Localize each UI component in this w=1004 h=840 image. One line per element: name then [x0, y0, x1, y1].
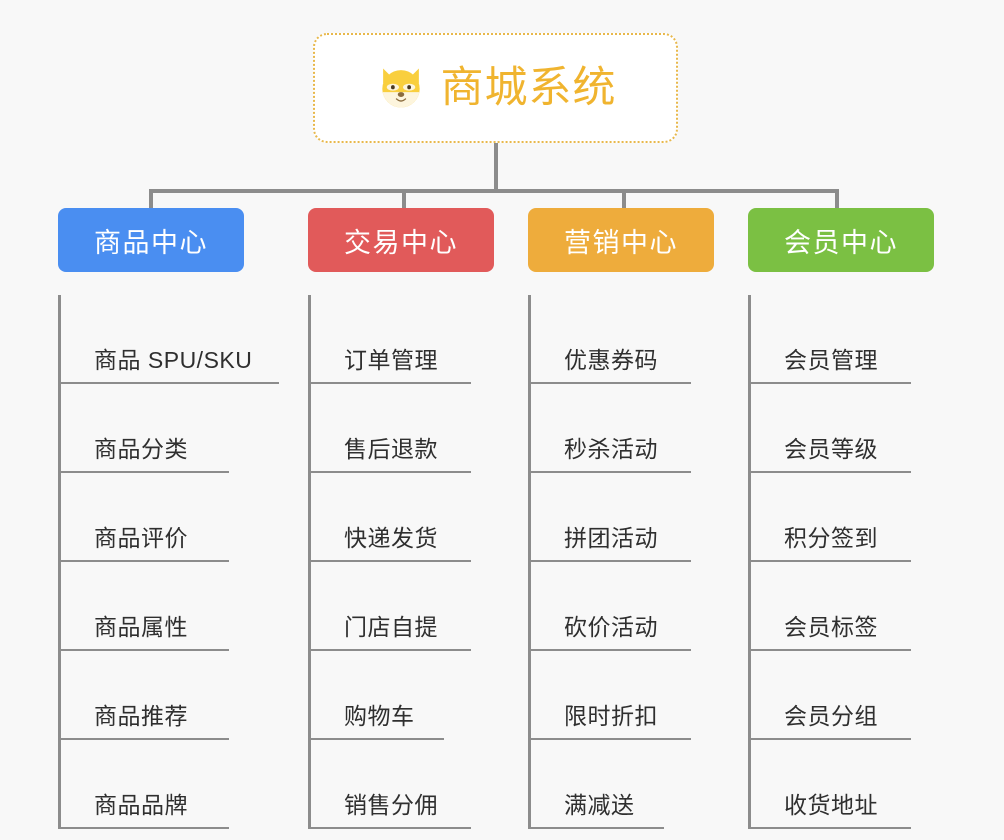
branch-header-label: 商品中心	[94, 227, 208, 258]
branch-item-list: 会员管理会员等级积分签到会员标签会员分组收货地址	[748, 295, 934, 829]
branch-header-label: 营销中心	[564, 227, 678, 258]
branch-item-label: 优惠券码	[564, 347, 658, 373]
branch-item-underline	[61, 738, 229, 740]
branch-item-underline	[311, 649, 471, 651]
branch-item-underline	[531, 382, 691, 384]
branch-column: 商品中心商品 SPU/SKU 商品分类商品评价商品属性商品推荐商品品牌	[58, 208, 279, 829]
branch-item-label: 售后退款	[344, 436, 438, 462]
branch-item-underline	[751, 827, 911, 829]
branch-header-label: 会员中心	[784, 227, 898, 258]
branch-item-label: 积分签到	[784, 525, 878, 551]
branch-item[interactable]: 商品评价	[61, 473, 244, 562]
branch-item-label: 商品 SPU/SKU	[94, 347, 253, 373]
branch-item-label: 会员等级	[784, 436, 878, 462]
branch-item-label: 收货地址	[784, 792, 878, 818]
branch-header-label: 交易中心	[344, 227, 458, 258]
branch-item[interactable]: 会员等级	[751, 384, 934, 473]
branch-item[interactable]: 会员分组	[751, 651, 934, 740]
connector-horizontal-bus	[149, 189, 839, 193]
connector-drop-2	[402, 189, 406, 210]
branch-item-underline	[531, 738, 691, 740]
branch-header-3[interactable]: 营销中心	[528, 208, 714, 272]
branch-item-underline	[531, 827, 664, 829]
connector-drop-1	[149, 189, 153, 210]
branch-item[interactable]: 商品 SPU/SKU	[61, 295, 279, 384]
branch-item[interactable]: 商品品牌	[61, 740, 244, 829]
branch-item[interactable]: 拼团活动	[531, 473, 714, 562]
branch-item-underline	[531, 649, 691, 651]
branch-item[interactable]: 商品属性	[61, 562, 244, 651]
branch-item-label: 限时折扣	[564, 703, 658, 729]
branch-item-underline	[61, 827, 229, 829]
branch-item-list: 商品 SPU/SKU 商品分类商品评价商品属性商品推荐商品品牌	[58, 295, 279, 829]
branch-item-label: 拼团活动	[564, 525, 658, 551]
branch-item[interactable]: 秒杀活动	[531, 384, 714, 473]
branch-item-label: 商品品牌	[94, 792, 188, 818]
branch-item-underline	[311, 827, 471, 829]
branch-item-underline	[751, 560, 911, 562]
branch-item-label: 满减送	[564, 792, 635, 818]
branch-item[interactable]: 优惠券码	[531, 295, 714, 384]
branch-header-1[interactable]: 商品中心	[58, 208, 244, 272]
root-title: 商城系统	[440, 63, 617, 112]
branch-item-underline	[61, 382, 279, 384]
branch-item[interactable]: 限时折扣	[531, 651, 714, 740]
branch-item-underline	[751, 738, 911, 740]
branch-item[interactable]: 收货地址	[751, 740, 934, 829]
branch-item-underline	[61, 560, 229, 562]
branch-item-label: 秒杀活动	[564, 436, 658, 462]
branch-item-label: 商品分类	[94, 436, 188, 462]
branch-column: 交易中心订单管理售后退款快递发货门店自提购物车销售分佣	[308, 208, 494, 829]
branch-item-underline	[311, 560, 471, 562]
branch-item[interactable]: 购物车	[311, 651, 494, 740]
branch-item-underline	[311, 382, 471, 384]
root-node[interactable]: 商城系统	[313, 33, 678, 143]
branch-item[interactable]: 商品分类	[61, 384, 244, 473]
branch-item-underline	[311, 471, 471, 473]
branch-item[interactable]: 积分签到	[751, 473, 934, 562]
branch-item-label: 商品属性	[94, 614, 188, 640]
branch-item-label: 砍价活动	[564, 614, 658, 640]
branch-header-2[interactable]: 交易中心	[308, 208, 494, 272]
branch-item-list: 订单管理售后退款快递发货门店自提购物车销售分佣	[308, 295, 494, 829]
branch-item-underline	[531, 560, 691, 562]
branch-item-label: 快递发货	[344, 525, 438, 551]
shiba-dog-face-icon	[381, 68, 420, 108]
branch-item-list: 优惠券码秒杀活动拼团活动砍价活动限时折扣满减送	[528, 295, 714, 829]
branch-item[interactable]: 售后退款	[311, 384, 494, 473]
connector-drop-4	[835, 189, 839, 210]
branch-column: 会员中心会员管理会员等级积分签到会员标签会员分组收货地址	[748, 208, 934, 829]
branch-item-label: 销售分佣	[344, 792, 438, 818]
branch-column: 营销中心优惠券码秒杀活动拼团活动砍价活动限时折扣满减送	[528, 208, 714, 829]
connector-root-stem	[494, 143, 498, 191]
branch-item-underline	[311, 738, 444, 740]
branch-item-label: 会员分组	[784, 703, 878, 729]
branch-item-underline	[531, 471, 691, 473]
branch-header-4[interactable]: 会员中心	[748, 208, 934, 272]
branch-item[interactable]: 会员管理	[751, 295, 934, 384]
branch-item-label: 门店自提	[344, 614, 438, 640]
branch-item-label: 订单管理	[344, 347, 438, 373]
branch-item-underline	[751, 471, 911, 473]
branch-item[interactable]: 销售分佣	[311, 740, 494, 829]
branch-item-label: 购物车	[344, 703, 415, 729]
branch-item-underline	[751, 382, 911, 384]
branch-item-underline	[751, 649, 911, 651]
branch-item[interactable]: 门店自提	[311, 562, 494, 651]
branch-item[interactable]: 会员标签	[751, 562, 934, 651]
connector-drop-3	[622, 189, 626, 210]
branch-item[interactable]: 商品推荐	[61, 651, 244, 740]
branch-item-underline	[61, 471, 229, 473]
branch-item-label: 会员标签	[784, 614, 878, 640]
branch-item[interactable]: 砍价活动	[531, 562, 714, 651]
branch-item-label: 会员管理	[784, 347, 878, 373]
branch-item[interactable]: 快递发货	[311, 473, 494, 562]
branch-item-underline	[61, 649, 229, 651]
branch-item-label: 商品评价	[94, 525, 188, 551]
branch-item[interactable]: 满减送	[531, 740, 714, 829]
branch-item[interactable]: 订单管理	[311, 295, 494, 384]
branch-item-label: 商品推荐	[94, 703, 188, 729]
